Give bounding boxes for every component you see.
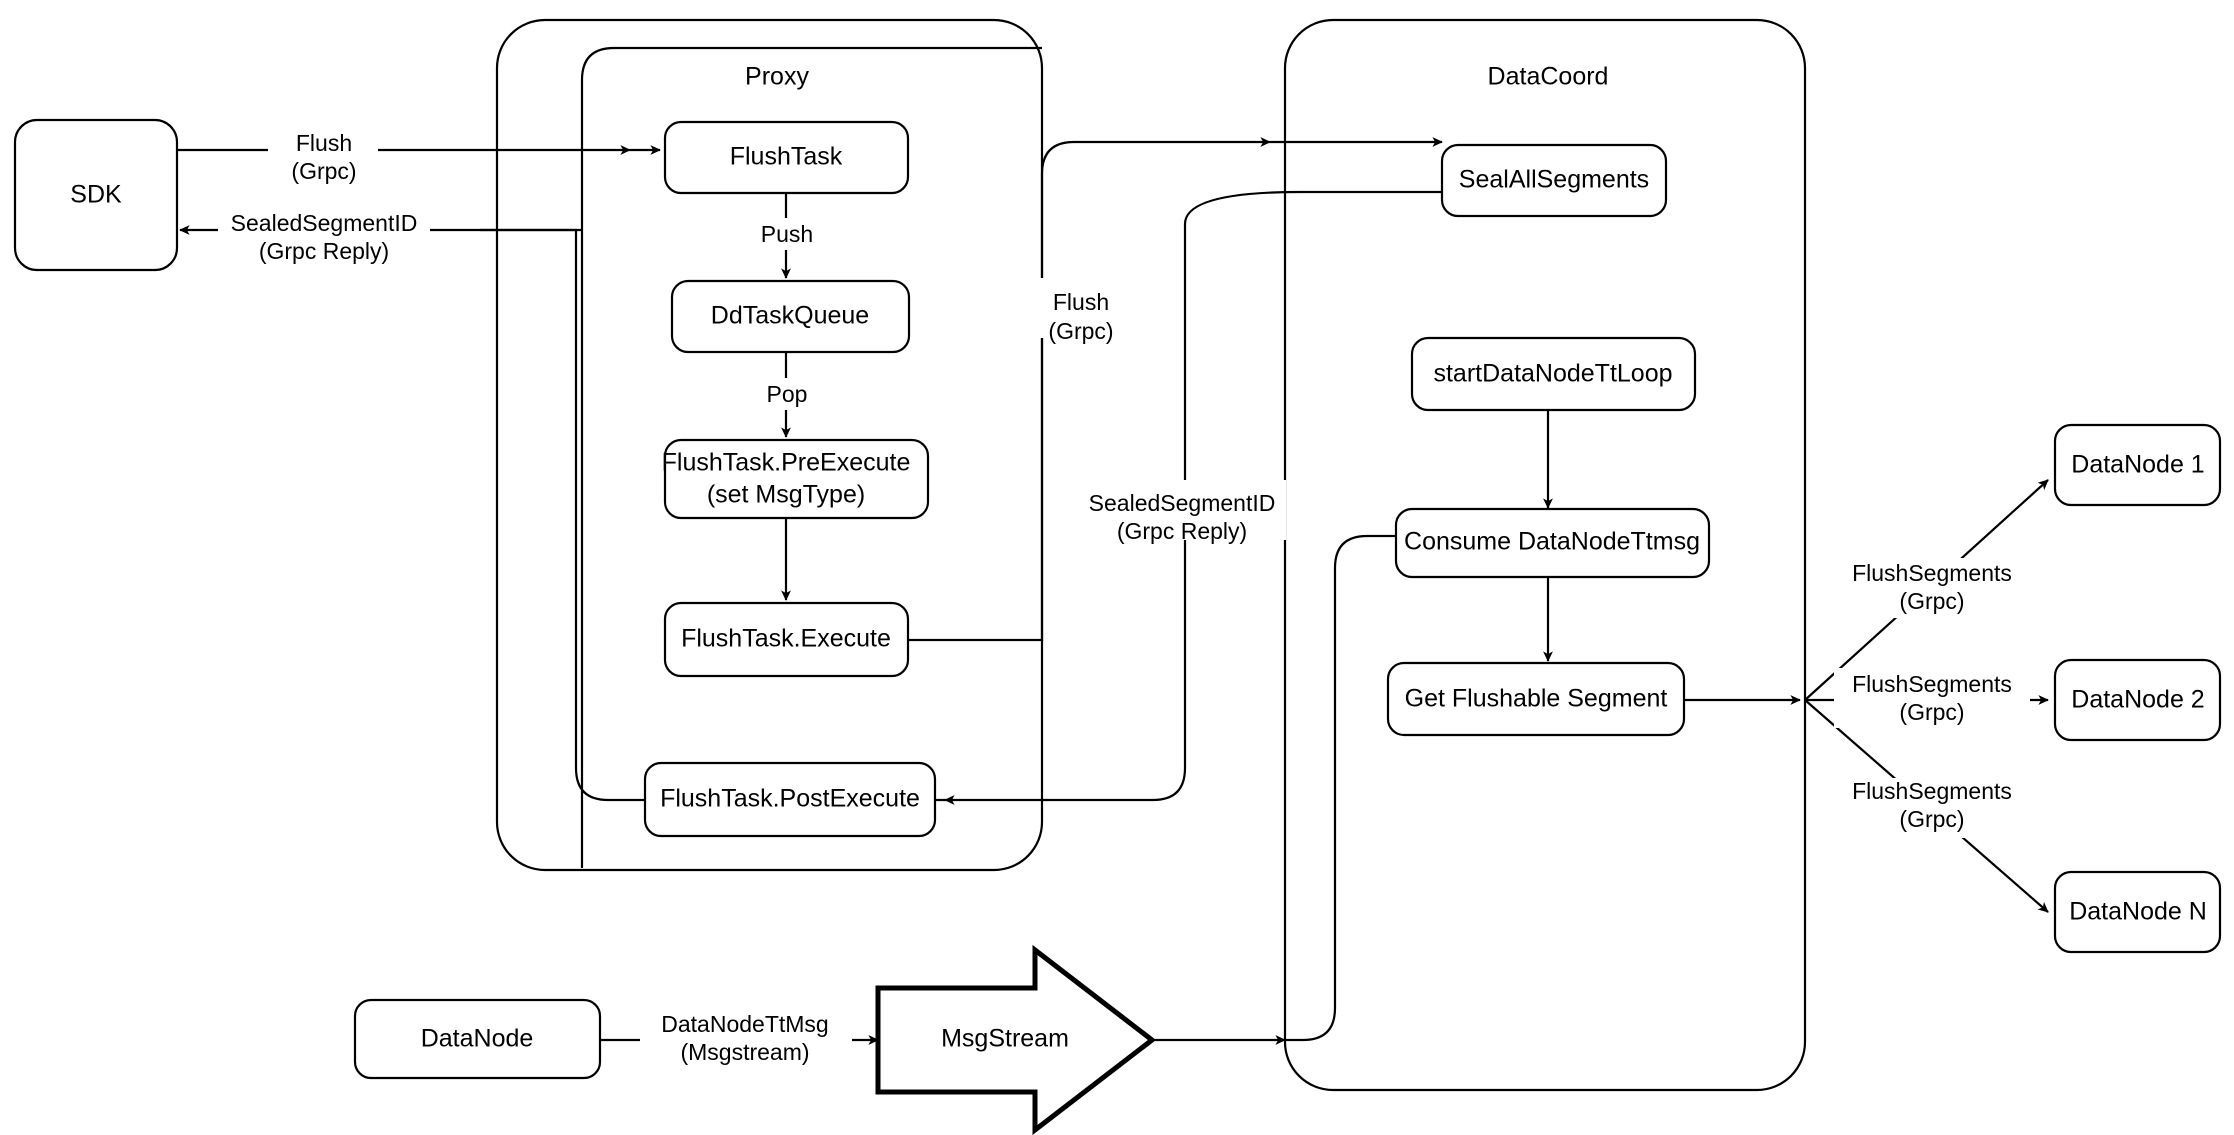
node-label-datanode-1: DataNode 1 xyxy=(2071,451,2204,479)
node-consume-datanodettmsg[interactable] xyxy=(1394,507,1711,579)
node-label-consume-datanodettmsg: Consume DataNodeTtmsg xyxy=(1404,528,1700,556)
node-startdatanodettloop[interactable] xyxy=(1410,336,1697,412)
node-label-datanode-bottom: DataNode xyxy=(421,1025,534,1053)
group-title-datacoord: DataCoord xyxy=(1488,63,1609,91)
edge-proxy-entry-rail xyxy=(580,46,1042,868)
node-datanode-n[interactable] xyxy=(2053,870,2222,954)
node-sealallsegments[interactable] xyxy=(1440,143,1668,218)
node-label-flushtask: FlushTask xyxy=(730,143,843,171)
node-datanode-2[interactable] xyxy=(2053,658,2222,742)
edge-label-datanodettmsg-line1: DataNodeTtMsg xyxy=(661,1011,828,1037)
edge-label-flushsegments-1-line1: FlushSegments xyxy=(1852,560,2012,586)
edge-label-flush-grpc-sdk-line2: (Grpc) xyxy=(291,158,356,184)
edge-label-flush-grpc-proxy-line1: Flush xyxy=(1053,289,1109,315)
node-label-get-flushable-segment: Get Flushable Segment xyxy=(1405,685,1668,713)
group-datacoord xyxy=(1283,18,1807,1092)
node-label-startdatanodettloop: startDataNodeTtLoop xyxy=(1433,360,1672,388)
node-label-sdk: SDK xyxy=(70,181,122,209)
node-flushtask-execute[interactable] xyxy=(663,601,910,678)
edge-label-sealedsegmentid-sdk-line1: SealedSegmentID xyxy=(231,210,418,236)
node-label-datanode-n: DataNode N xyxy=(2069,898,2207,926)
edge-label-datanodettmsg-line2: (Msgstream) xyxy=(680,1039,809,1065)
node-label-ddtaskqueue: DdTaskQueue xyxy=(711,302,869,330)
node-get-flushable-segment[interactable] xyxy=(1386,661,1686,737)
edge-label-flushsegments-n-line1: FlushSegments xyxy=(1852,778,2012,804)
edge-label-sealedsegmentid-proxy-line2: (Grpc Reply) xyxy=(1117,518,1247,544)
edge-label-flushsegments-n-line2: (Grpc) xyxy=(1899,806,1964,832)
node-label-sealallsegments: SealAllSegments xyxy=(1459,166,1649,194)
edge-sealallsegments-reply xyxy=(944,190,1442,805)
node-label-datanode-2: DataNode 2 xyxy=(2071,686,2204,714)
edge-label-push: Push xyxy=(761,221,813,247)
node-label-preexecute-line1: FlushTask.PreExecute xyxy=(662,449,911,477)
edge-label-flushsegments-2-line2: (Grpc) xyxy=(1899,699,1964,725)
edge-execute-to-sealallsegments xyxy=(906,137,1271,642)
node-flushtask-preexecute[interactable] xyxy=(663,438,930,520)
node-datanode-1[interactable] xyxy=(2053,423,2222,507)
edge-label-flush-grpc-proxy-line2: (Grpc) xyxy=(1048,318,1113,344)
edge-label-flushsegments-1-line2: (Grpc) xyxy=(1899,588,1964,614)
edge-label-pop: Pop xyxy=(767,381,808,407)
node-msgstream[interactable] xyxy=(875,944,1157,1135)
node-flushtask-postexecute[interactable] xyxy=(643,761,937,838)
node-label-postexecute: FlushTask.PostExecute xyxy=(660,785,920,813)
node-flushtask[interactable] xyxy=(663,120,910,195)
node-datanode-bottom[interactable] xyxy=(353,998,602,1080)
edge-postexecute-to-sdk xyxy=(179,225,645,802)
edge-label-sealedsegmentid-sdk-line2: (Grpc Reply) xyxy=(259,238,389,264)
group-title-proxy: Proxy xyxy=(745,63,809,91)
node-label-preexecute-line2: (set MsgType) xyxy=(707,481,865,509)
edge-label-flushsegments-2-line1: FlushSegments xyxy=(1852,671,2012,697)
node-label-execute: FlushTask.Execute xyxy=(681,625,891,653)
node-sdk[interactable] xyxy=(13,118,179,272)
edge-datacoord-to-consume xyxy=(1285,531,1413,1042)
edge-label-flush-grpc-sdk-line1: Flush xyxy=(296,130,352,156)
edge-label-sealedsegmentid-proxy-line1: SealedSegmentID xyxy=(1089,490,1276,516)
node-label-msgstream: MsgStream xyxy=(941,1025,1069,1053)
node-ddtaskqueue[interactable] xyxy=(670,279,911,354)
